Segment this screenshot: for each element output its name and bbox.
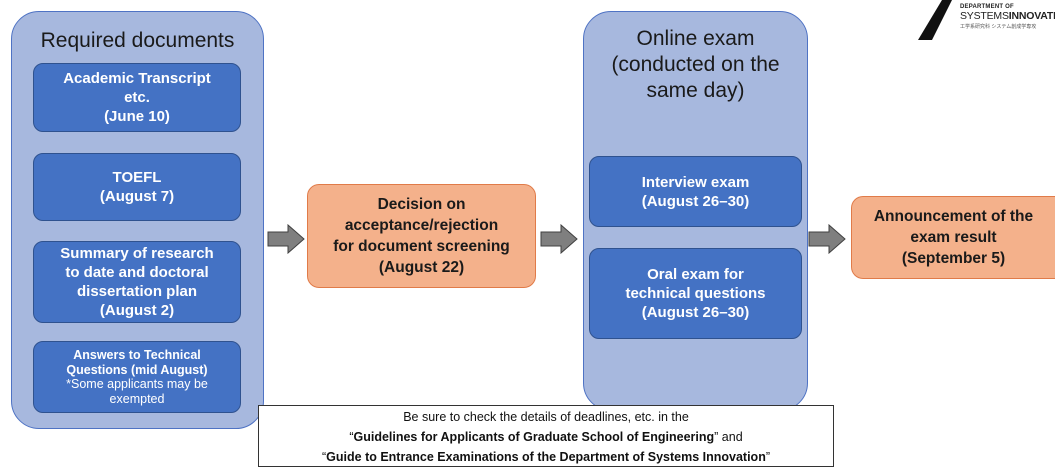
exemption-note: exempted [109, 391, 165, 406]
online-exam-title-line: (conducted on the [611, 53, 780, 76]
transcript-line: etc. [124, 89, 150, 106]
interview-exam-line: Interview exam [641, 173, 750, 191]
research-summary-line: dissertation plan [76, 283, 198, 300]
exemption-note: *Some applicants may be [66, 377, 208, 391]
toefl-date: (August 7) [99, 188, 175, 205]
online-exam-title-line: Online exam [636, 27, 755, 50]
exam-result-announcement-box: Announcement of the exam result (Septemb… [851, 196, 1055, 279]
flow-arrow-icon [808, 224, 846, 254]
notice-guidelines-line: “Guidelines for Applicants of Graduate S… [349, 430, 743, 444]
announcement-line: exam result [910, 229, 997, 246]
decision-line: for document screening [333, 238, 510, 255]
research-summary-line: to date and doctoral [65, 264, 209, 281]
oral-exam-line: technical questions [625, 285, 766, 302]
interview-exam-date: (August 26–30) [641, 192, 750, 210]
flow-arrow-icon [540, 224, 578, 254]
toefl-box: TOEFL (August 7) [33, 153, 241, 221]
online-exam-title-line: same day) [646, 79, 745, 102]
guidelines-title: Guidelines for Applicants of Graduate Sc… [353, 430, 715, 444]
decision-line: Decision on [377, 196, 466, 213]
decision-date: (August 22) [378, 259, 465, 276]
oral-exam-line: Oral exam for [647, 266, 744, 283]
announcement-line: Announcement of the [873, 208, 1034, 225]
decision-line: acceptance/rejection [344, 217, 499, 234]
document-screening-decision-box: Decision on acceptance/rejection for doc… [307, 184, 536, 288]
logo-department-name: SYSTEMSINNOVATION [960, 10, 1055, 22]
technical-answers-line: Questions (mid August) [66, 362, 208, 377]
oral-exam-box: Oral exam for technical questions (Augus… [589, 248, 802, 339]
research-summary-date: (August 2) [99, 302, 175, 319]
department-logo [918, 0, 952, 40]
research-summary-box: Summary of research to date and doctoral… [33, 241, 241, 323]
transcript-date: (June 10) [104, 108, 170, 125]
flow-arrow-icon [267, 224, 305, 254]
guide-title: Guide to Entrance Examinations of the De… [326, 450, 766, 464]
required-documents-title: Required documents [40, 29, 235, 52]
deadline-notice: Be sure to check the details of deadline… [258, 405, 834, 467]
notice-line: Be sure to check the details of deadline… [403, 410, 689, 424]
technical-answers-line: Answers to Technical [73, 348, 201, 362]
technical-answers-box: Answers to Technical Questions (mid Augu… [33, 341, 241, 413]
interview-exam-box: Interview exam (August 26–30) [589, 156, 802, 227]
notice-guide-line: “Guide to Entrance Examinations of the D… [322, 450, 770, 464]
announcement-date: (September 5) [901, 250, 1006, 267]
transcript-line: Academic Transcript [63, 70, 211, 87]
oral-exam-date: (August 26–30) [641, 304, 750, 321]
logo-japanese-name: 工学系研究科 システム創成学専攻 [960, 24, 1037, 30]
transcript-box: Academic Transcript etc. (June 10) [33, 63, 241, 132]
online-exam-title: Online exam (conducted on the same day) [584, 26, 807, 104]
toefl-line: TOEFL [112, 169, 162, 186]
research-summary-line: Summary of research [60, 245, 214, 262]
logo-department-label: DEPARTMENT OF [960, 4, 1014, 10]
